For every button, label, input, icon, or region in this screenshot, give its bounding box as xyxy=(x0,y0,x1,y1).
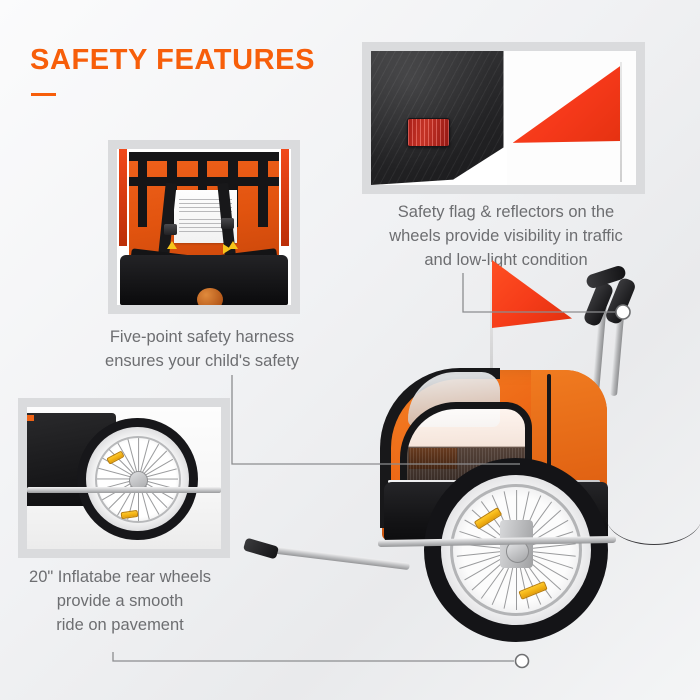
seat-strap-vertical xyxy=(257,152,268,227)
seat-strap-vertical xyxy=(137,152,148,227)
harness-buckle-left xyxy=(163,223,178,235)
flag-pole xyxy=(490,262,493,384)
rear-wheel-photo xyxy=(18,398,230,558)
basketball xyxy=(197,287,224,305)
seat-strap-horizontal xyxy=(129,152,279,162)
rear-wheel-tire xyxy=(424,458,608,642)
canopy-zipper xyxy=(547,374,551,486)
seat-side-right xyxy=(280,149,290,246)
hitch-coupler xyxy=(242,537,280,560)
five-point-harness-photo xyxy=(108,140,300,314)
wheel-rim xyxy=(94,435,181,524)
safety-flag xyxy=(492,260,572,328)
direction-arrow-up xyxy=(228,241,239,250)
caption-flag-reflectors: Safety flag & reflectors on the wheels p… xyxy=(389,203,623,269)
harness-buckle-right xyxy=(221,217,235,229)
direction-arrow-right xyxy=(223,244,232,255)
seat-side-left xyxy=(118,149,128,246)
wheel-spokes xyxy=(96,437,179,522)
wheel-rim xyxy=(450,484,582,616)
safety-cable xyxy=(606,488,700,545)
orange-safety-flag xyxy=(512,65,621,143)
rear-wheel-photo-content xyxy=(27,407,221,549)
reflector-and-flag-photo xyxy=(362,42,645,194)
flag-photo-panel xyxy=(507,51,636,185)
mesh-shading xyxy=(409,448,457,469)
caption-harness: Five-point safety harness ensures your c… xyxy=(105,328,299,370)
title-underline-accent xyxy=(31,93,56,96)
reflector-photo-panel xyxy=(371,51,504,185)
page-title: SAFETY FEATURES xyxy=(30,44,316,76)
reflector-and-flag-photo-content xyxy=(371,51,636,185)
product-photo-bike-trailer xyxy=(242,252,700,682)
frame-bar xyxy=(27,486,221,493)
seat-strap-horizontal xyxy=(129,177,279,187)
inflatable-tire xyxy=(77,418,198,541)
harness-photo-content xyxy=(117,149,291,305)
orange-fabric-corner xyxy=(27,414,34,422)
direction-arrow-up xyxy=(167,241,178,250)
tow-arm xyxy=(260,544,410,571)
wheel-spokes xyxy=(456,490,576,610)
caption-rear-wheels: 20" Inflatabe rear wheels provide a smoo… xyxy=(29,568,211,634)
red-reflector-icon xyxy=(406,118,450,147)
flag-pole xyxy=(619,61,622,183)
